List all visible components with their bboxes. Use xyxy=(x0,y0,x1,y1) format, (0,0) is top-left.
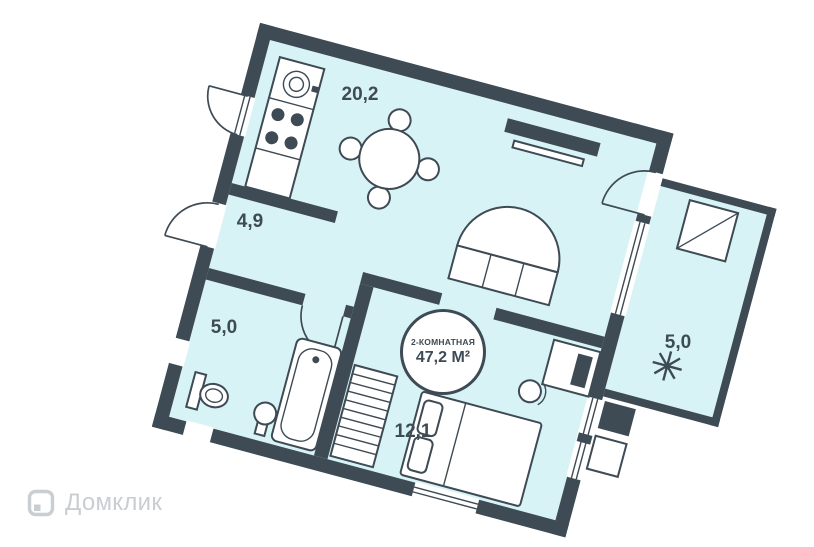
room-area-label-balcony: 5,0 xyxy=(664,332,692,353)
pillow-icon xyxy=(406,436,434,474)
watermark: Домклик xyxy=(26,488,162,518)
living-room-window xyxy=(610,220,651,317)
tv-icon xyxy=(504,118,601,157)
wardrobe xyxy=(329,363,399,469)
kitchen-window xyxy=(206,84,256,137)
sofa xyxy=(447,205,561,307)
laptop-icon xyxy=(570,353,593,389)
desk xyxy=(540,338,602,398)
bedroom-window-right xyxy=(566,396,604,481)
plant-icon xyxy=(652,351,682,381)
balcony-walls xyxy=(603,178,777,428)
bedroom-doorway xyxy=(438,291,497,322)
apartment-type-label: 2-КОМНАТНАЯ xyxy=(410,337,476,347)
wall-niche-bottom xyxy=(182,420,214,444)
plan-info-badge: 2-КОМНАТНАЯ 47,2 М² xyxy=(400,309,486,395)
balcony-bench xyxy=(675,198,740,263)
ac-units xyxy=(585,401,636,479)
total-area-label: 47,2 М² xyxy=(415,349,471,366)
bed xyxy=(399,391,543,507)
kitchen-sink-icon xyxy=(282,70,311,99)
watermark-brand: Домклик xyxy=(65,489,163,516)
toilet xyxy=(184,370,229,411)
dining-table xyxy=(338,108,440,210)
domclick-logo-icon xyxy=(27,489,55,517)
room-area-label-bathroom: 5,0 xyxy=(210,317,238,338)
bathtub xyxy=(270,337,343,452)
entrance-door xyxy=(164,201,227,249)
interior-walls xyxy=(205,182,605,460)
room-area-label-kitchen-living: 20,2 xyxy=(341,84,379,105)
stove-icon xyxy=(265,108,304,150)
bedroom-window-bottom xyxy=(411,481,480,515)
bathroom-sink xyxy=(253,401,278,438)
pillow-icon xyxy=(416,399,444,438)
ac-unit-icon xyxy=(597,401,636,437)
balcony-door xyxy=(601,170,664,217)
desk-chair xyxy=(517,379,547,406)
tv-unit xyxy=(504,118,601,168)
room-area-label-bedroom: 12,1 xyxy=(394,421,432,442)
ac-unit-icon xyxy=(585,434,628,479)
wall-niche-left xyxy=(168,337,191,367)
kitchen-counter xyxy=(243,55,326,200)
room-area-label-hallway: 4,9 xyxy=(236,211,264,232)
